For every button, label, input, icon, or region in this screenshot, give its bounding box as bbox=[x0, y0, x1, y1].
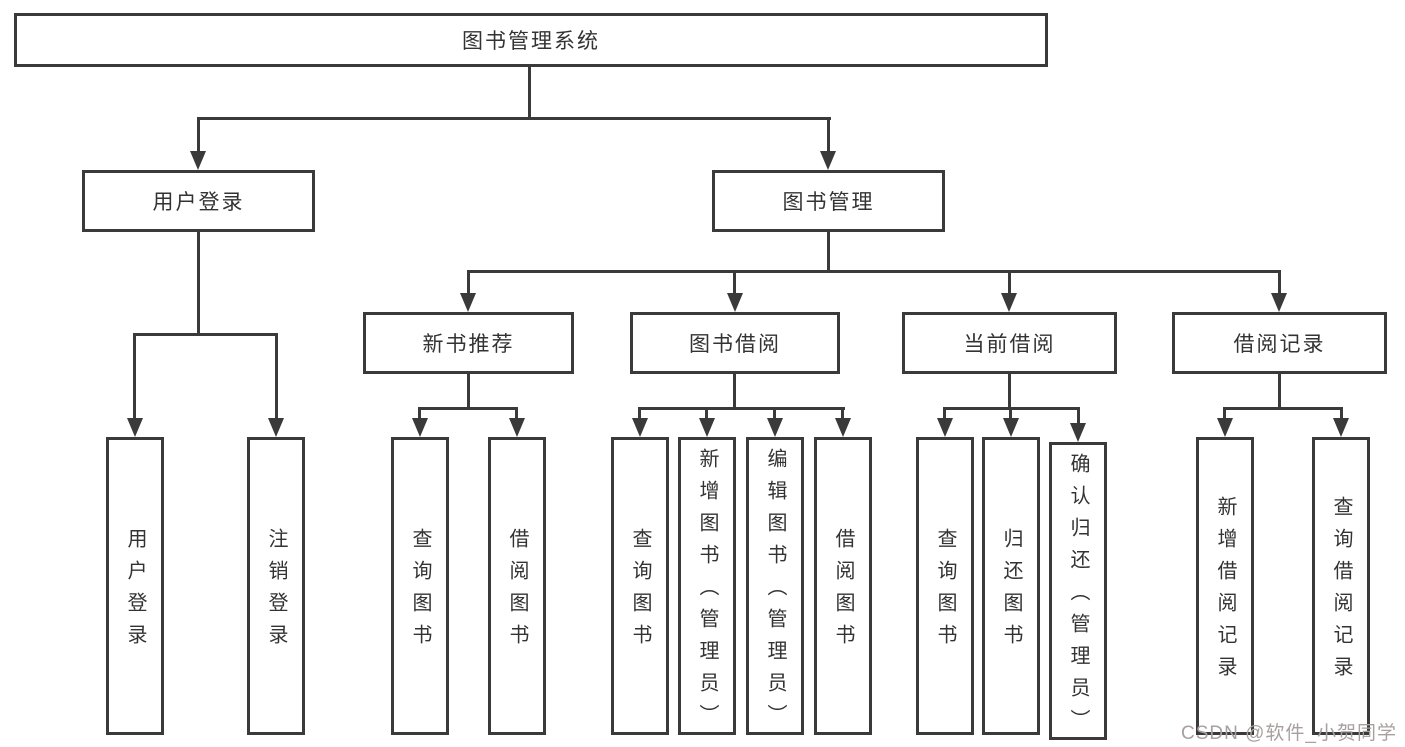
leaf-label: 查询图书 bbox=[934, 528, 956, 656]
arrowhead-icon bbox=[509, 418, 525, 437]
arrowhead-icon bbox=[767, 418, 783, 437]
connector-line bbox=[133, 333, 136, 420]
connector-line bbox=[1008, 372, 1011, 409]
arrowhead-icon bbox=[937, 418, 953, 437]
arrowhead-icon bbox=[1003, 418, 1019, 437]
leaf-query-borrow-record: 查询借阅记录 bbox=[1312, 437, 1370, 735]
connector-line bbox=[1278, 372, 1281, 409]
arrowhead-icon bbox=[1217, 418, 1233, 437]
leaf-confirm-return-admin: 确认归还（管理员） bbox=[1049, 442, 1107, 741]
csdn-watermark: CSDN @软件_小贺同学 bbox=[1181, 723, 1397, 744]
leaf-add-books-admin: 新增图书（管理员） bbox=[678, 437, 736, 736]
leaf-label: 新增图书（管理员） bbox=[696, 448, 718, 736]
connector-line bbox=[773, 407, 776, 420]
node-user-login: 用户登录 bbox=[82, 170, 315, 232]
node-label: 图书借阅 bbox=[689, 333, 781, 356]
leaf-label: 新增借阅记录 bbox=[1214, 496, 1236, 688]
leaf-return-books: 归还图书 bbox=[982, 437, 1040, 735]
leaf-label: 用户登录 bbox=[124, 528, 146, 656]
arrowhead-icon bbox=[835, 418, 851, 437]
arrowhead-icon bbox=[190, 151, 206, 170]
node-label: 用户登录 bbox=[152, 191, 245, 214]
node-new-book-recommendation: 新书推荐 bbox=[363, 312, 574, 374]
arrowhead-icon bbox=[1333, 418, 1349, 437]
arrowhead-icon bbox=[127, 418, 143, 437]
connector-line bbox=[418, 407, 421, 420]
connector-line bbox=[1223, 407, 1226, 420]
connector-line bbox=[1340, 407, 1343, 420]
connector-line bbox=[467, 270, 1281, 273]
leaf-query-books-3: 查询图书 bbox=[916, 437, 974, 735]
node-label: 图书管理系统 bbox=[462, 30, 600, 53]
connector-line bbox=[418, 407, 518, 410]
arrowhead-icon bbox=[1001, 293, 1017, 312]
leaf-query-books-2: 查询图书 bbox=[611, 437, 669, 735]
node-book-borrowing: 图书借阅 bbox=[630, 312, 840, 374]
node-book-management: 图书管理 bbox=[712, 170, 945, 232]
connector-line bbox=[528, 66, 531, 119]
leaf-label: 查询图书 bbox=[409, 528, 431, 656]
leaf-user-login: 用户登录 bbox=[106, 437, 164, 735]
arrowhead-icon bbox=[1070, 423, 1086, 442]
arrowhead-icon bbox=[460, 293, 476, 312]
arrowhead-icon bbox=[727, 293, 743, 312]
node-label: 当前借阅 bbox=[963, 333, 1056, 356]
connector-line bbox=[467, 372, 470, 409]
leaf-label: 确认归还（管理员） bbox=[1067, 453, 1089, 741]
arrowhead-icon bbox=[1271, 293, 1287, 312]
arrowhead-icon bbox=[820, 151, 836, 170]
leaf-label: 查询借阅记录 bbox=[1330, 496, 1352, 688]
node-borrowing-records: 借阅记录 bbox=[1172, 312, 1387, 374]
connector-line bbox=[943, 407, 946, 420]
connector-line bbox=[1223, 407, 1343, 410]
connector-line bbox=[1278, 270, 1281, 295]
leaf-logout: 注销登录 bbox=[247, 437, 305, 735]
leaf-label: 查询图书 bbox=[629, 528, 651, 656]
node-label: 新书推荐 bbox=[422, 333, 515, 356]
connector-line bbox=[275, 333, 278, 420]
arrowhead-icon bbox=[699, 418, 715, 437]
leaf-borrow-books-1: 借阅图书 bbox=[488, 437, 546, 735]
connector-line bbox=[638, 407, 641, 420]
leaf-label: 注销登录 bbox=[265, 528, 287, 656]
leaf-edit-books-admin: 编辑图书（管理员） bbox=[746, 437, 804, 736]
connector-line bbox=[515, 407, 518, 420]
connector-line bbox=[733, 372, 736, 409]
connector-line bbox=[705, 407, 708, 420]
connector-line bbox=[1008, 270, 1011, 295]
node-library-system: 图书管理系统 bbox=[14, 13, 1048, 67]
connector-line bbox=[827, 117, 830, 153]
leaf-borrow-books-2: 借阅图书 bbox=[814, 437, 872, 735]
leaf-label: 归还图书 bbox=[1000, 528, 1022, 656]
node-label: 借阅记录 bbox=[1233, 333, 1326, 356]
arrowhead-icon bbox=[268, 418, 284, 437]
connector-line bbox=[467, 270, 470, 295]
leaf-query-books-1: 查询图书 bbox=[391, 437, 449, 735]
arrowhead-icon bbox=[412, 418, 428, 437]
connector-line bbox=[133, 333, 278, 336]
leaf-label: 编辑图书（管理员） bbox=[764, 448, 786, 736]
connector-line bbox=[1009, 407, 1012, 420]
connector-line bbox=[827, 231, 830, 272]
node-label: 图书管理 bbox=[782, 191, 875, 214]
leaf-add-borrow-record: 新增借阅记录 bbox=[1196, 437, 1254, 735]
connector-line bbox=[197, 117, 831, 120]
connector-line bbox=[197, 231, 200, 335]
connector-line bbox=[197, 117, 200, 153]
connector-line bbox=[841, 407, 844, 420]
connector-line bbox=[638, 407, 845, 410]
connector-line bbox=[1077, 407, 1080, 425]
arrowhead-icon bbox=[632, 418, 648, 437]
leaf-label: 借阅图书 bbox=[832, 528, 854, 656]
leaf-label: 借阅图书 bbox=[506, 528, 528, 656]
connector-line bbox=[733, 270, 736, 295]
node-current-borrowing: 当前借阅 bbox=[902, 312, 1117, 374]
